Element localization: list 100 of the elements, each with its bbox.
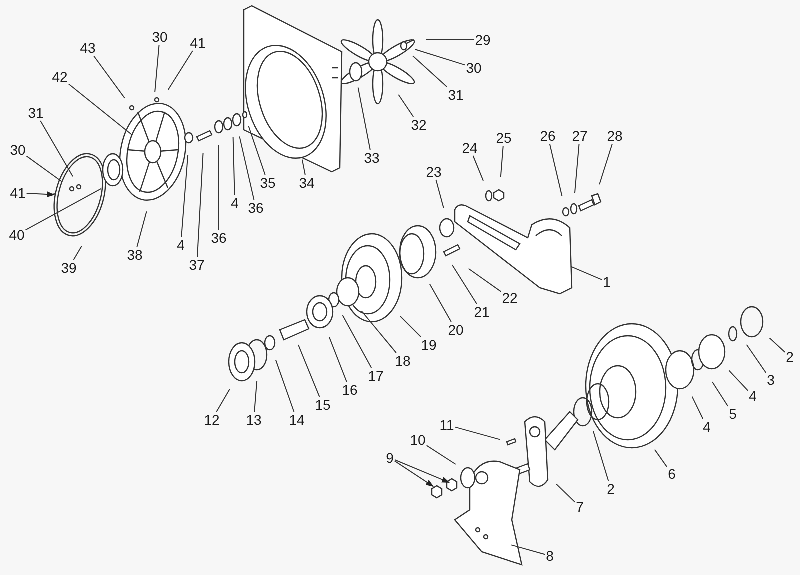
leader-line: [570, 266, 603, 280]
leader-line: [412, 56, 448, 88]
callout-number: 41: [10, 185, 26, 201]
leader-line: [414, 49, 466, 66]
leader-line: [654, 449, 668, 468]
leader-line: [728, 370, 749, 392]
callout-number: 25: [496, 130, 512, 146]
callout-number: 12: [204, 412, 220, 428]
leader-line: [500, 146, 504, 178]
leader-line: [436, 180, 444, 209]
leader-line: [136, 211, 148, 248]
callout-number: 29: [475, 32, 491, 48]
leader-line: [298, 344, 320, 398]
callout-number: 18: [395, 353, 411, 369]
callout-number: 4: [231, 195, 239, 211]
callout-number: 5: [729, 406, 737, 422]
callout-number: 30: [10, 142, 26, 158]
leader-line: [26, 192, 55, 198]
callout-number: 1: [603, 274, 611, 290]
leader-line: [692, 396, 704, 420]
callout-number: 22: [502, 290, 518, 306]
callout-number: 21: [474, 304, 490, 320]
callout-number: 4: [703, 419, 711, 435]
leader-line: [154, 44, 160, 92]
leader-line: [248, 126, 266, 176]
leader-line: [197, 152, 204, 258]
callout-number: 40: [9, 227, 25, 243]
callout-number: 3: [767, 372, 775, 388]
leader-line: [549, 144, 563, 197]
leader-line: [769, 338, 786, 353]
callout-number: 43: [80, 40, 96, 56]
leader-line: [68, 84, 134, 136]
callout-number: 31: [448, 87, 464, 103]
callout-number: 4: [749, 388, 757, 404]
leader-line: [398, 94, 414, 118]
callout-number: 32: [411, 117, 427, 133]
callout-number: 20: [448, 322, 464, 338]
callout-number: 27: [572, 128, 588, 144]
callout-number: 8: [546, 548, 554, 564]
callout-number: 35: [260, 175, 276, 191]
callout-number: 39: [61, 260, 77, 276]
callout-number: 7: [576, 499, 584, 515]
callout-number: 37: [189, 257, 205, 273]
callout-number: 23: [426, 164, 442, 180]
leader-line: [394, 460, 434, 487]
leader-line: [26, 156, 63, 182]
callout-number: 30: [466, 60, 482, 76]
leader-line: [452, 264, 478, 304]
leader-line: [328, 336, 348, 382]
leader-line: [593, 431, 610, 482]
leader-line: [358, 87, 371, 150]
callout-number: 11: [440, 417, 454, 433]
leader-line: [454, 426, 501, 440]
leader-line: [40, 120, 74, 178]
leader-line: [556, 484, 576, 503]
leader-line: [168, 50, 194, 90]
callout-number: 2: [786, 349, 794, 365]
callout-number: 26: [540, 128, 556, 144]
callout-number: 36: [211, 230, 227, 246]
callout-number: 15: [315, 397, 331, 413]
leader-line: [218, 144, 220, 230]
leader-line: [472, 156, 484, 182]
callout-number: 41: [190, 35, 206, 51]
leader-line: [276, 360, 295, 412]
leader-line: [181, 154, 189, 238]
leader-line: [426, 445, 456, 465]
leader-line: [574, 144, 580, 194]
leader-line: [232, 136, 236, 196]
leader-line: [599, 144, 613, 186]
callout-number: 4: [177, 237, 185, 253]
leader-line: [342, 315, 372, 368]
callout-number: 14: [289, 412, 305, 428]
leader-line: [254, 380, 258, 412]
leader-line: [239, 136, 255, 200]
leader-line: [746, 344, 767, 374]
leader-line: [361, 310, 397, 354]
leader-line: [511, 544, 546, 556]
callout-number: 2: [607, 481, 615, 497]
leader-line: [25, 188, 102, 231]
leader-line: [712, 382, 729, 407]
callout-number: 10: [410, 432, 426, 448]
callout-number: 24: [462, 140, 478, 156]
callout-number: 17: [368, 368, 384, 384]
leader-line: [430, 284, 452, 322]
leader-line: [302, 159, 306, 176]
leader-line: [216, 388, 230, 412]
leader-line: [73, 246, 82, 260]
leader-line: [394, 460, 450, 484]
callout-number: 38: [127, 247, 143, 263]
callout-number: 36: [248, 200, 264, 216]
callout-number: 19: [421, 337, 437, 353]
callout-number: 34: [299, 175, 315, 191]
leader-line: [400, 316, 422, 338]
callout-number: 16: [342, 382, 358, 398]
leader-line: [93, 56, 126, 99]
leader-line: [468, 268, 502, 292]
callout-number: 42: [52, 69, 68, 85]
callout-number: 13: [246, 412, 262, 428]
callout-number: 28: [607, 128, 623, 144]
callout-number: 9: [386, 450, 394, 466]
